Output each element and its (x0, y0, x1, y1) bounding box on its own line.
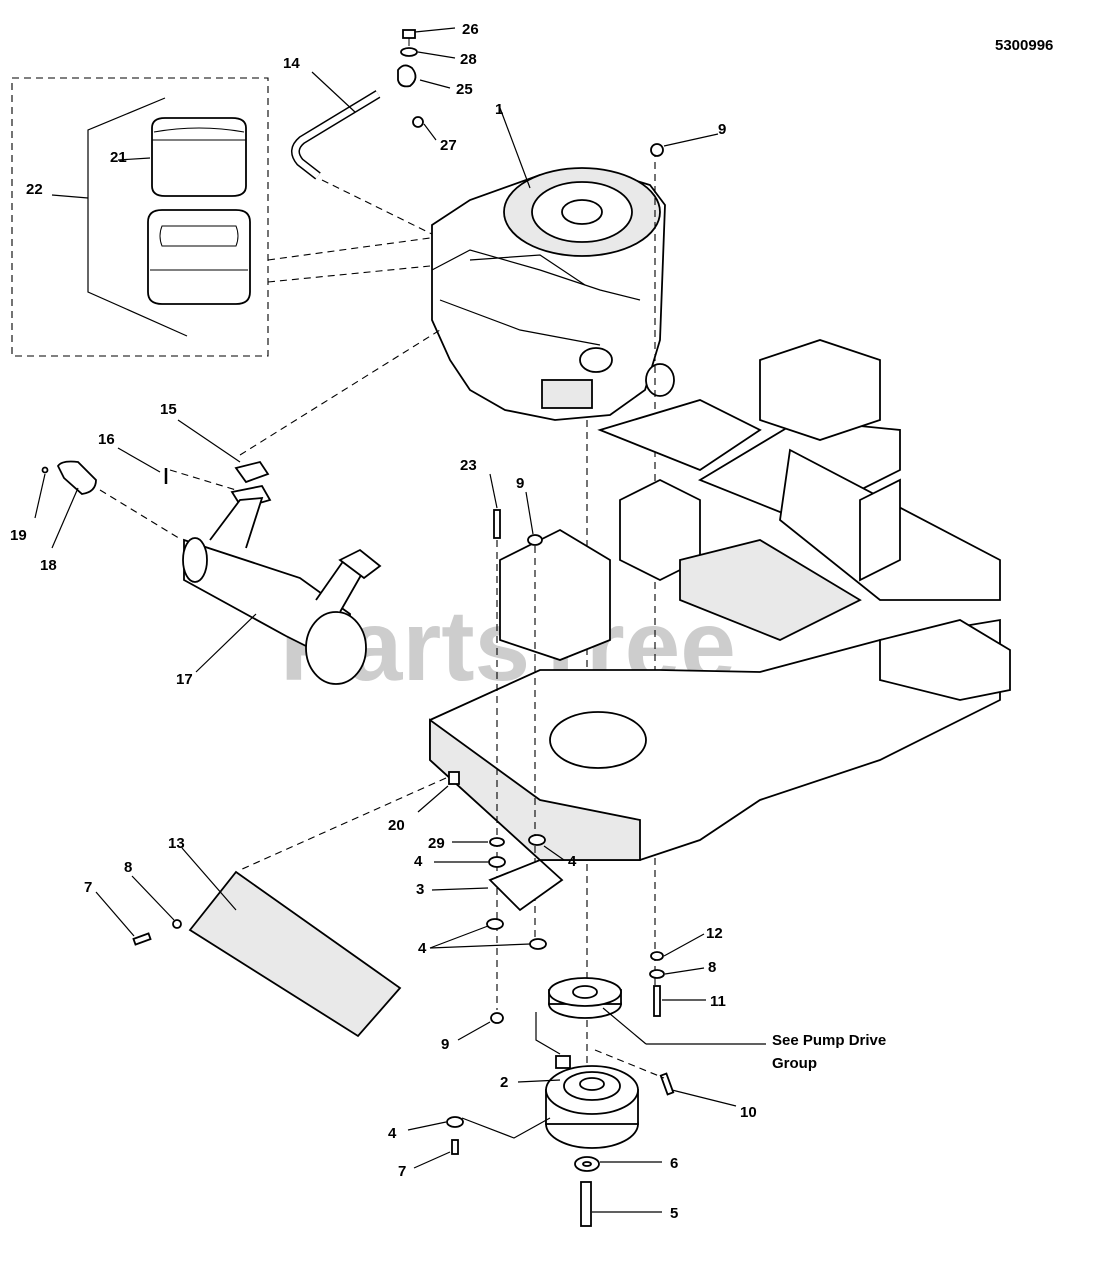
callout-17: 17 (176, 671, 193, 688)
callout-22: 22 (26, 181, 43, 198)
callout-26: 26 (462, 21, 479, 38)
pre-cleaner-part (151, 117, 247, 197)
callout-8b: 8 (708, 959, 716, 976)
shield-13 (181, 847, 402, 1038)
callout-12: 12 (706, 925, 723, 942)
clamp-hardware (397, 27, 456, 141)
callout-5: 5 (670, 1205, 678, 1222)
callout-25: 25 (456, 81, 473, 98)
callout-27: 27 (440, 137, 457, 154)
bolt-23 (489, 473, 501, 1010)
callout-7a: 7 (84, 879, 92, 896)
callout-28: 28 (460, 51, 477, 68)
clutch-part (517, 1012, 639, 1149)
engine-part (431, 107, 675, 421)
callout-23: 23 (460, 457, 477, 474)
callout-9a: 9 (718, 121, 726, 138)
callout-10: 10 (740, 1104, 757, 1121)
callout-18: 18 (40, 557, 57, 574)
pump-drive-pulley (548, 977, 766, 1045)
callout-4a: 4 (414, 853, 423, 870)
nut-top (650, 133, 719, 157)
callout-8a: 8 (124, 859, 132, 876)
callout-16: 16 (98, 431, 115, 448)
breather-tube-part (291, 71, 381, 180)
hardware-12-8-11 (649, 933, 706, 1017)
callout-11: 11 (710, 993, 726, 1010)
document-id: 5300996 (995, 37, 1053, 54)
callout-4c: 4 (418, 940, 427, 957)
callout-14: 14 (283, 55, 300, 72)
callout-labels: 1 2 3 4 4 4 4 5 6 7 7 8 8 9 9 9 10 11 12… (10, 21, 757, 1222)
callout-4b: 4 (568, 853, 577, 870)
callout-3: 3 (416, 881, 424, 898)
air-filter-inset (11, 77, 269, 357)
hardware-7-8-left (95, 875, 182, 946)
clip-20 (417, 771, 460, 813)
callout-13: 13 (168, 835, 185, 852)
air-filter-element-part (147, 209, 251, 305)
muffler-group (34, 419, 382, 685)
frame-part (429, 339, 1011, 861)
callout-20: 20 (388, 817, 405, 834)
callout-7b: 7 (398, 1163, 406, 1180)
callout-19: 19 (10, 527, 27, 544)
callout-21: 21 (110, 149, 127, 166)
mount-plate-hardware (429, 834, 565, 1041)
callout-9b: 9 (516, 475, 524, 492)
callout-15: 15 (160, 401, 177, 418)
callout-4d: 4 (388, 1125, 397, 1142)
pump-drive-note-line2: Group (772, 1055, 817, 1072)
callout-6: 6 (670, 1155, 678, 1172)
callout-2: 2 (500, 1074, 508, 1091)
callout-29: 29 (428, 835, 445, 852)
pump-drive-note-line1: See Pump Drive (772, 1032, 886, 1049)
bolt-5 (580, 1181, 662, 1227)
washer-6 (574, 1156, 662, 1172)
key-10 (594, 1049, 737, 1107)
hardware-4-7-lower (407, 1116, 551, 1169)
callout-9c: 9 (441, 1036, 449, 1053)
callout-1: 1 (495, 101, 503, 118)
